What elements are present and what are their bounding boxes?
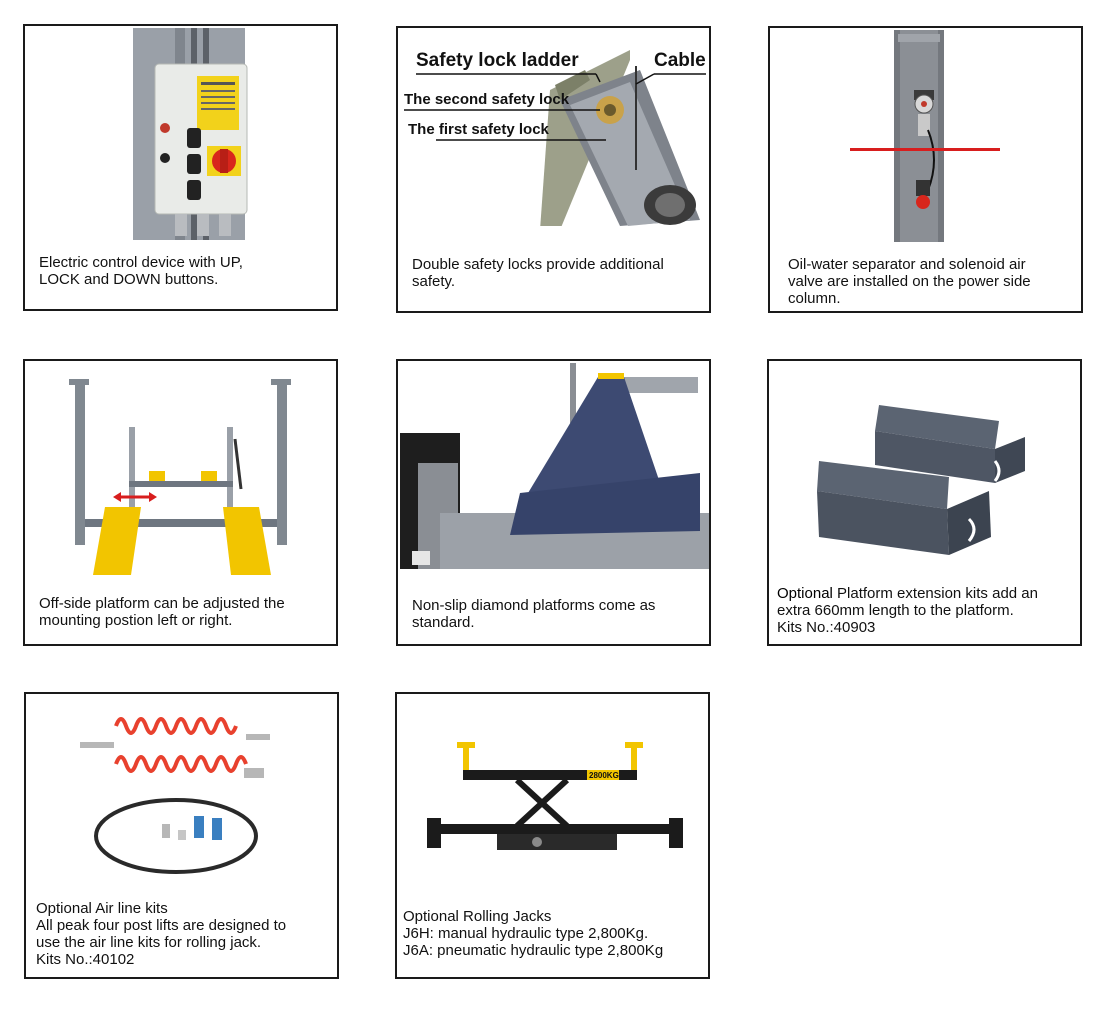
caption-text: Platform extension kits add an xyxy=(832,585,1038,602)
card-caption: Optional Platform extension kits add an … xyxy=(777,585,1072,636)
extension-kit-image xyxy=(809,391,1049,561)
card-caption: Oil-water separator and solenoid air val… xyxy=(788,256,1073,307)
feature-card-safety-locks: Safety lock ladder Cable The second safe… xyxy=(396,26,711,313)
caption-line: Kits No.:40903 xyxy=(777,619,876,636)
label-first-safety-lock: The first safety lock xyxy=(408,121,550,138)
card-caption: Off-side platform can be adjusted the mo… xyxy=(39,595,328,629)
feature-card-rolling-jack: 2800KG Optional Rolling Jacks J6H: manua… xyxy=(395,692,710,979)
diamond-platform-image xyxy=(400,363,709,569)
caption-line: J6H: manual hydraulic type 2,800Kg. xyxy=(403,925,649,942)
safety-lock-image: Safety lock ladder Cable The second safe… xyxy=(400,30,709,226)
feature-card-control-box: Electric control device with UP, LOCK an… xyxy=(23,24,338,311)
label-safety-lock-ladder: Safety lock ladder xyxy=(416,50,579,71)
control-box-image xyxy=(125,28,255,240)
feature-card-extension-kit: Optional Platform extension kits add an … xyxy=(767,359,1082,646)
feature-card-air-valve: Oil-water separator and solenoid air val… xyxy=(768,26,1083,313)
caption-line: mounting postion left or right. xyxy=(39,612,233,629)
caption-line: Oil-water separator and solenoid air xyxy=(788,256,1026,273)
caption-line: safety. xyxy=(412,273,456,290)
caption-line: standard. xyxy=(412,614,475,631)
caption-heading-line: Optional Platform extension kits add an xyxy=(777,585,1072,602)
air-valve-column-image xyxy=(850,30,1000,242)
optional-label: Optional xyxy=(777,585,833,602)
feature-card-offside-platform: Off-side platform can be adjusted the mo… xyxy=(23,359,338,646)
caption-heading: Optional Air line kits xyxy=(36,900,168,917)
caption-line: Double safety locks provide additional xyxy=(412,256,664,273)
label-second-safety-lock: The second safety lock xyxy=(404,91,570,108)
caption-heading: Optional Rolling Jacks xyxy=(403,908,552,925)
air-line-kit-image xyxy=(66,706,306,886)
caption-line: column. xyxy=(788,290,841,307)
rolling-jack-image: 2800KG xyxy=(417,734,693,874)
card-caption: Optional Air line kits All peak four pos… xyxy=(36,900,329,968)
feature-card-air-line-kit: Optional Air line kits All peak four pos… xyxy=(24,692,339,979)
four-post-lift-image xyxy=(65,379,295,579)
caption-line: Non-slip diamond platforms come as xyxy=(412,597,656,614)
caption-line: use the air line kits for rolling jack. xyxy=(36,934,262,951)
card-caption: Non-slip diamond platforms come as stand… xyxy=(412,597,701,631)
card-caption: Optional Rolling Jacks J6H: manual hydra… xyxy=(403,908,700,959)
caption-line: valve are installed on the power side xyxy=(788,273,1031,290)
card-caption: Double safety locks provide additional s… xyxy=(412,256,701,290)
caption-line: All peak four post lifts are designed to xyxy=(36,917,287,934)
capacity-badge: 2800KG xyxy=(589,771,619,780)
caption-line: J6A: pneumatic hydraulic type 2,800Kg xyxy=(403,942,664,959)
feature-card-diamond-platform: Non-slip diamond platforms come as stand… xyxy=(396,359,711,646)
caption-line: Off-side platform can be adjusted the xyxy=(39,595,285,612)
card-caption: Electric control device with UP, LOCK an… xyxy=(39,254,328,288)
caption-line: extra 660mm length to the platform. xyxy=(777,602,1014,619)
caption-line: Kits No.:40102 xyxy=(36,951,135,968)
caption-line: Electric control device with UP, xyxy=(39,254,243,271)
caption-line: LOCK and DOWN buttons. xyxy=(39,271,219,288)
label-cable: Cable xyxy=(654,50,706,71)
